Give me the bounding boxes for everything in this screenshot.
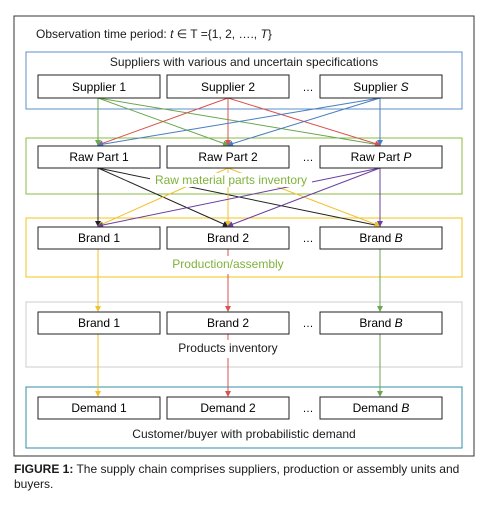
node-raw-part-p	[319, 145, 443, 169]
products-caption: Products inventory	[178, 341, 277, 355]
ellipsis: …	[303, 82, 314, 94]
products-row: Brand 1 Brand 2 … Brand B	[37, 311, 443, 335]
node-label: Supplier S	[353, 80, 408, 94]
arrow-s2-r1	[97, 97, 229, 147]
node-label: Brand B	[359, 231, 402, 245]
raw-parts-caption: Raw material parts inventory	[155, 173, 307, 187]
supplier-to-rawpart-arrows	[95, 97, 383, 148]
arrow-rp-b2	[227, 167, 381, 228]
node-label: Supplier 2	[201, 80, 255, 94]
demand-caption: Customer/buyer with probabilistic demand	[132, 427, 355, 441]
demand-row: Demand 1 Demand 2 … Demand B	[37, 396, 443, 420]
production-frame	[25, 217, 463, 278]
outer-frame	[13, 15, 475, 457]
node-production-brand-b	[319, 226, 443, 250]
production-caption: Production/assembly	[172, 257, 283, 271]
demand-frame	[25, 386, 463, 449]
node-supplier-1	[37, 74, 161, 99]
raw-parts-frame	[25, 137, 463, 195]
figure-caption-lead: FIGURE 1:	[14, 462, 74, 476]
node-label: Supplier 1	[72, 80, 126, 94]
node-label: Raw Part 1	[69, 150, 129, 164]
suppliers-frame	[25, 51, 463, 110]
raw-parts-row: Raw Part 1 Raw Part 2 … Raw Part P	[37, 145, 443, 169]
arrow-ss-r2	[227, 97, 381, 147]
suppliers-caption: Suppliers with various and uncertain spe…	[110, 55, 378, 69]
node-label: Brand B	[359, 316, 402, 330]
node-label: Demand 1	[71, 401, 127, 415]
observation-period-title: Observation time period: t ∈ T ={1, 2, ……	[36, 27, 272, 41]
product-to-demand-arrows	[95, 333, 383, 397]
node-label: Brand 2	[207, 316, 249, 330]
node-label: Brand 1	[78, 316, 120, 330]
node-label: Raw Part 2	[198, 150, 258, 164]
node-demand-b	[319, 396, 443, 420]
node-production-brand-2	[166, 226, 290, 250]
node-label: Demand 2	[200, 401, 256, 415]
node-supplier-s	[319, 74, 443, 99]
node-production-brand-1	[37, 226, 161, 250]
node-product-brand-b	[319, 311, 443, 335]
raw-parts-caption-backing	[150, 173, 312, 187]
production-row: Brand 1 Brand 2 … Brand B	[37, 226, 443, 250]
figure-caption-text: The supply chain comprises suppliers, pr…	[14, 462, 460, 491]
ellipsis: …	[303, 318, 314, 330]
node-product-brand-2	[166, 311, 290, 335]
products-frame	[25, 301, 463, 368]
ellipsis: …	[303, 152, 314, 164]
node-raw-part-1	[37, 145, 161, 169]
arrow-rp-b1	[97, 167, 381, 228]
ellipsis: …	[303, 403, 314, 415]
node-label: Brand 2	[207, 231, 249, 245]
node-raw-part-2	[166, 145, 290, 169]
node-supplier-2	[166, 74, 290, 99]
ellipsis: …	[303, 233, 314, 245]
node-label: Demand B	[353, 401, 410, 415]
figure-caption: FIGURE 1: The supply chain comprises sup…	[14, 462, 476, 492]
arrow-ss-r1	[97, 97, 381, 148]
node-label: Raw Part P	[351, 150, 412, 164]
node-label: Brand 1	[78, 231, 120, 245]
node-demand-1	[37, 396, 161, 420]
node-demand-2	[166, 396, 290, 420]
node-product-brand-1	[37, 311, 161, 335]
suppliers-row: Supplier 1 Supplier 2 … Supplier S	[37, 74, 443, 99]
